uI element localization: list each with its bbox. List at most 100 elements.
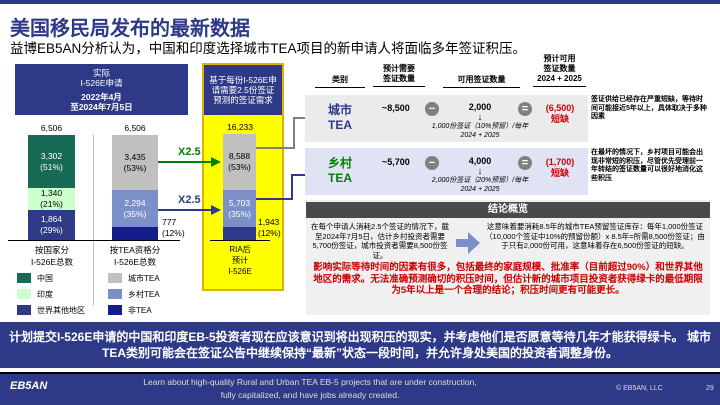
footer (0, 372, 720, 405)
text: 城市 (327, 103, 352, 117)
legend-item: 乡村TEA (108, 286, 160, 302)
bar-segment-中国: 3,302(51%) (28, 135, 75, 189)
legend-country: 中国 印度 世界其他地区 (17, 270, 85, 318)
arrow-down-icon: ↓ (477, 112, 483, 122)
segment-pct: (53%) (228, 162, 251, 173)
shortage-rural: (1,700)短缺 (535, 157, 585, 179)
header-text: 基于每份I-526E申 (209, 75, 277, 85)
legend-item: 非TEA (108, 302, 160, 318)
detail: 2024 + 2025 (460, 132, 500, 139)
detail: 2,000份签证（20%预留）/每年 (431, 177, 529, 184)
available-rural: 4,000 ↓ 2,000份签证（20%预留）/每年 2024 + 2025 (420, 156, 540, 194)
minus-icon: − (425, 156, 439, 170)
arrow-right-icon (456, 232, 480, 254)
label: 短缺 (550, 114, 569, 124)
bar-label: 按国家分 I-526E总数 (10, 244, 94, 268)
detail: 2024 + 2025 (460, 186, 500, 193)
shortage-urban: (6,500)短缺 (535, 103, 585, 125)
projection-header: 基于每份I-526E申 请需要2.5份签证 预测的签证需求 (204, 65, 282, 115)
bar-label: 按TEA资格分 I-526E总数 (95, 244, 175, 268)
header-text: I-526E申请 (80, 77, 123, 88)
conclusion-panel (306, 200, 710, 315)
segment-pct: (21%) (40, 199, 63, 210)
value: 2,000 (468, 102, 492, 112)
bar-by-country: 3,302(51%)1,340(21%) 1,864(29%) (28, 135, 75, 240)
legend-item: 城市TEA (108, 270, 160, 286)
copyright: © EB5AN, LLC (616, 385, 663, 392)
conclusion-left: 在每个申请人消耗2.5个签证的情况下，截至2024年7月5日，估计乡村投资者需要… (311, 222, 449, 260)
legend-item: 世界其他地区 (17, 302, 85, 318)
legend-label: 世界其他地区 (37, 305, 85, 315)
bar-segment-非TEA (112, 227, 158, 240)
segment-pct: (35%) (228, 208, 251, 219)
text: fully capitalized, and have jobs already… (220, 390, 400, 400)
col-header-category: 类别 (315, 75, 365, 88)
swatch (108, 273, 122, 283)
legend-label: 城市TEA (128, 273, 160, 283)
top-accent-bar (0, 0, 720, 4)
swatch (108, 305, 122, 315)
footer-tagline: Learn about high-quality Rural and Urban… (110, 376, 510, 402)
arrow-down-icon: ↓ (477, 166, 483, 176)
segment-text: 3,435 (124, 151, 146, 162)
legend-label: 中国 (37, 273, 53, 283)
label: I-526E总数 (30, 257, 74, 267)
legend-tea: 城市TEA 乡村TEA 非TEA (108, 270, 160, 318)
note-urban: 签证供给已经存在严重短缺，等待时间可能接近5年以上，具体取决于多种因素 (591, 96, 707, 120)
text: 预计可用 (543, 54, 576, 63)
swatch (17, 273, 31, 283)
conclusion-title: 结论概览 (306, 202, 710, 218)
text: Learn about high-quality Rural and Urban… (143, 377, 477, 387)
segment-text: 2,294 (124, 197, 146, 208)
bar-segment-印度: 1,340(21%) (28, 188, 75, 210)
value: (1,700) (545, 157, 575, 167)
page-number: 29 (706, 385, 714, 392)
bar-by-tea: 3,435(53%)2,294(35%) (112, 135, 158, 240)
label: 短缺 (550, 168, 569, 178)
non-tea-label-projected: 1,943(12%) (258, 217, 281, 239)
legend-label: 乡村TEA (128, 289, 160, 299)
detail: 1,000份签证（10%预留）/每年 (431, 123, 529, 130)
label: I-526E (228, 267, 252, 276)
bar-total: 6,506 (124, 123, 146, 133)
segment-pct: (29%) (40, 224, 63, 235)
conclusion-right: 这意味着要消耗8.5年的城市TEA预留签证库存：每年1,000份签证（10,00… (485, 222, 705, 250)
text: 预计需要 (383, 64, 415, 73)
segment-text: 1,864 (40, 213, 63, 224)
table-row-rural (305, 148, 588, 195)
text: TEA (328, 171, 352, 185)
arrow-right-icon (211, 157, 221, 167)
actual-header: 实际 I-526E申请 2022年4月 至2024年7月5日 (15, 64, 188, 115)
baseline (8, 240, 180, 241)
value: 777 (162, 217, 177, 227)
legend-item: 中国 (17, 270, 85, 286)
arrow-right-icon (211, 205, 221, 215)
label: I-526E总数 (113, 257, 157, 267)
label: 按TEA资格分 (109, 245, 161, 255)
text: 2024 + 2025 (537, 74, 582, 83)
text: 乡村 (327, 156, 352, 170)
bar-segment-城市TEA: 8,588(53%) (223, 134, 256, 191)
label: 按国家分 (34, 245, 69, 255)
label: RIA后 (229, 245, 251, 254)
header-text: 请需要2.5份签证 (211, 85, 275, 95)
bar-label: RIA后预计 I-526E (210, 244, 270, 277)
needed-urban: ~8,500 (382, 103, 410, 113)
bar-projected: 8,588(53%) 5,703(35%) (223, 134, 256, 240)
segment-text: 5,703 (228, 197, 251, 208)
header-text: 至2024年7月5日 (70, 101, 133, 112)
value: 4,000 (468, 156, 492, 166)
pct: (12%) (162, 228, 185, 238)
header-text: 预测的签证需求 (213, 95, 273, 105)
label: 预计 (232, 256, 248, 265)
legend-label: 印度 (37, 289, 53, 299)
segment-pct: (53%) (123, 162, 147, 173)
page-title: 美国移民局发布的最新数据 (10, 18, 250, 40)
swatch (17, 305, 31, 315)
divider (93, 135, 94, 305)
multiplier-rural: X2.5 (178, 194, 201, 206)
segment-text: 8,588 (228, 151, 251, 162)
swatch (108, 289, 122, 299)
